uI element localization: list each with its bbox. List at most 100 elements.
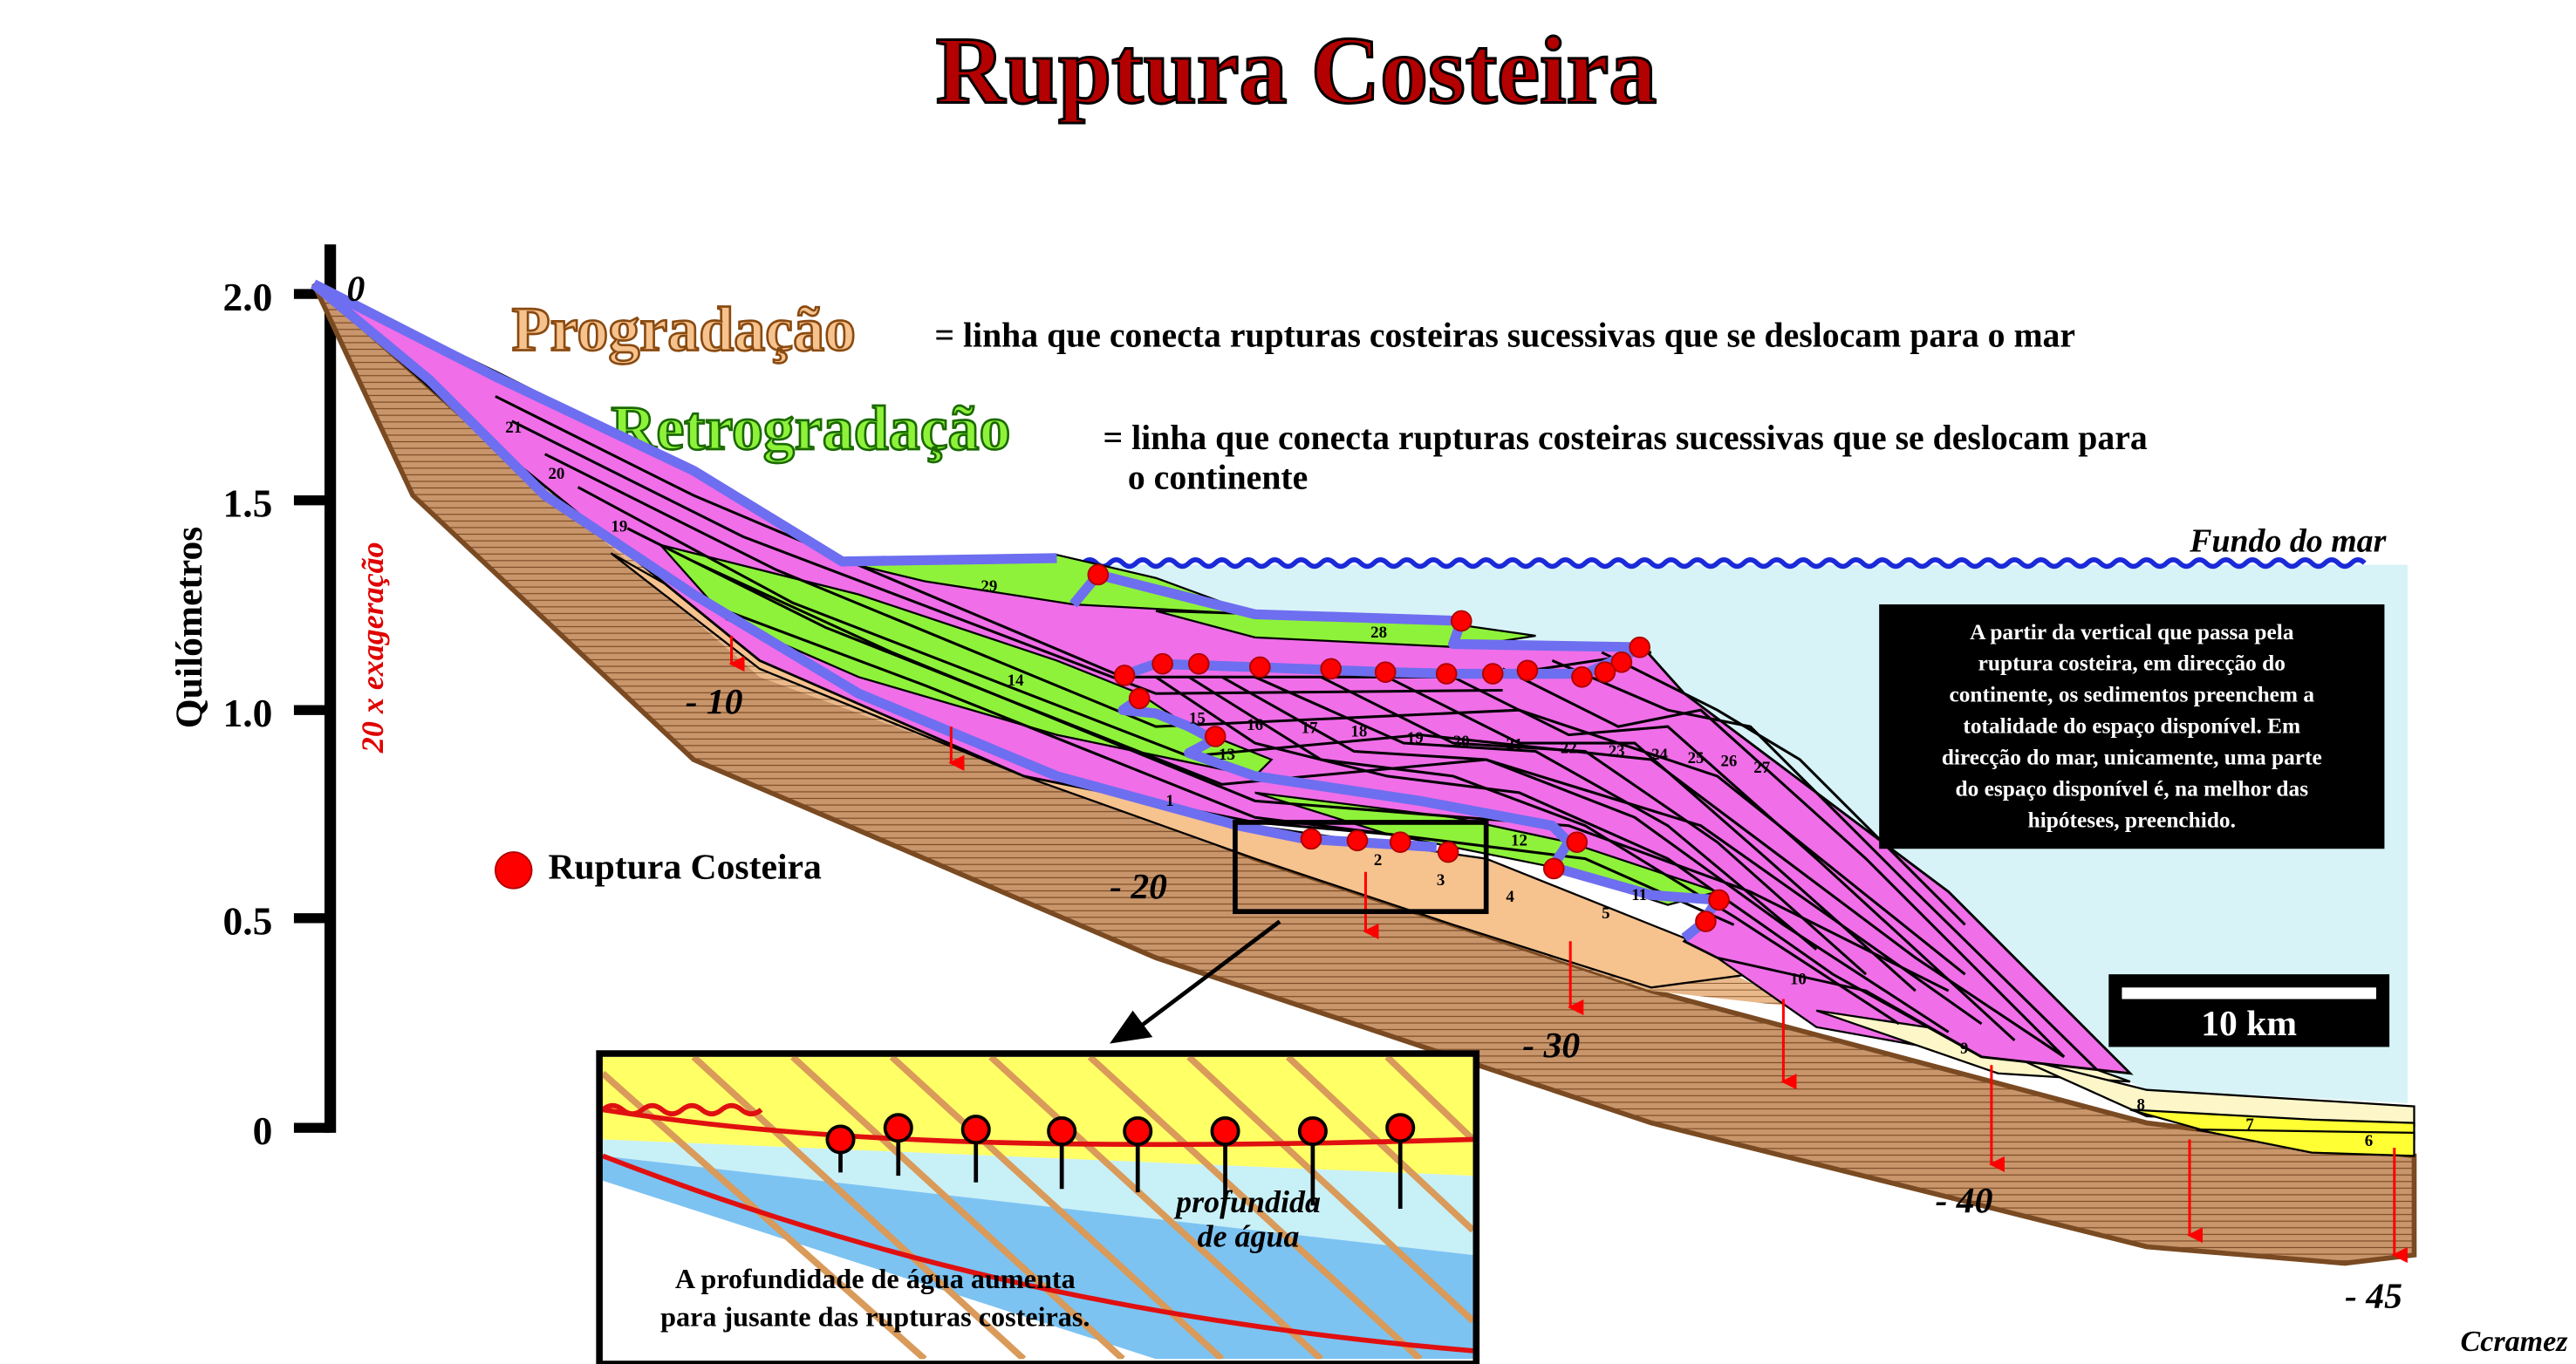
- rupture-point: [1249, 656, 1271, 679]
- sequence-number: 17: [1302, 720, 1318, 738]
- sequence-number: 21: [1506, 736, 1522, 754]
- inset-rupture-point: [825, 1124, 856, 1155]
- depth-label: - 30: [1522, 1026, 1580, 1066]
- depth-label: - 20: [1110, 867, 1167, 907]
- rupture-point: [1610, 651, 1633, 673]
- rupture-point: [1346, 829, 1369, 852]
- axis-tick-label: 1.0: [223, 692, 273, 735]
- sequence-number: 7: [2245, 1115, 2253, 1134]
- info-box-line: A partir da vertical que passa pela: [1970, 620, 2294, 644]
- sequence-number: 3: [1437, 871, 1445, 890]
- sequence-number: 19: [1407, 729, 1424, 747]
- sequence-number: 12: [1511, 831, 1527, 849]
- sequence-number: 5: [1602, 904, 1609, 923]
- sequence-number: 26: [1720, 753, 1737, 771]
- inset-rupture-point: [1385, 1113, 1416, 1143]
- depth-label: - 10: [686, 682, 743, 722]
- scale-bar: 10 km: [2108, 974, 2390, 1047]
- author-signature: Ccramez: [2461, 1326, 2569, 1358]
- sequence-number: 11: [1631, 886, 1647, 904]
- legend-progradation-definition: = linha que conecta rupturas costeiras s…: [934, 317, 2075, 355]
- sequence-number: 8: [2136, 1095, 2144, 1114]
- sequence-number: 4: [1506, 888, 1514, 906]
- inset-detail: profundida de água A profundidade de águ…: [596, 1050, 1480, 1364]
- depth-label: - 45: [2345, 1277, 2402, 1317]
- rupture-points: [1087, 563, 1730, 932]
- rupture-legend-icon: [494, 851, 533, 890]
- axis-label: Quilómetros: [168, 527, 210, 728]
- info-box: A partir da vertical que passa pela rupt…: [1879, 604, 2385, 849]
- sequence-number: 9: [1960, 1040, 1968, 1058]
- inset-rupture-point: [1123, 1115, 1153, 1147]
- sequence-number: 6: [2365, 1132, 2373, 1150]
- rupture-point: [1151, 652, 1173, 675]
- rupture-point: [1435, 663, 1458, 685]
- sequence-number: 15: [1189, 709, 1206, 727]
- depth-label: - 40: [1936, 1181, 1993, 1221]
- sequence-number: 14: [1008, 672, 1024, 690]
- rupture-legend-label: Ruptura Costeira: [548, 847, 822, 887]
- inset-rupture-point: [883, 1113, 913, 1143]
- retrogradation-unit-14: [657, 542, 1274, 778]
- inset-water-label-2: de água: [1198, 1219, 1300, 1254]
- info-box-line: hipóteses, preenchido.: [2028, 808, 2236, 833]
- rupture-point: [1566, 831, 1589, 853]
- axis-tick-label: 1.5: [223, 482, 273, 526]
- inset-caption-2: para jusante das rupturas costeiras.: [660, 1300, 1090, 1332]
- sequence-number: 20: [1453, 733, 1470, 751]
- inset-rupture-point: [960, 1115, 991, 1145]
- inset-rupture-point: [1210, 1115, 1240, 1147]
- page-title: Ruptura Costeira: [936, 17, 1657, 123]
- bedding-lines: [495, 395, 2099, 1072]
- sea-floor-label: Fundo do mar: [2189, 522, 2387, 559]
- sequence-number: 18: [1350, 722, 1367, 740]
- sequence-number: 27: [1753, 759, 1770, 777]
- sequence-number: 24: [1651, 746, 1668, 764]
- rupture-point: [1389, 831, 1411, 853]
- axis-tick-label: 0.5: [223, 900, 273, 944]
- sequence-number: 1: [1165, 792, 1173, 810]
- sequence-number: 22: [1561, 739, 1577, 757]
- rupture-point: [1300, 828, 1322, 850]
- inset-water-label-1: profundida: [1173, 1184, 1321, 1219]
- zoom-region: [1233, 820, 1489, 915]
- sequence-number: 23: [1609, 742, 1625, 760]
- info-box-line: direcção do mar, unicamente, uma parte: [1942, 746, 2322, 770]
- vertical-axis: 2.0 1.5 1.0 0.5 0 Quilómetros 20 x exage…: [168, 244, 390, 1153]
- sequence-number: 16: [1247, 716, 1263, 734]
- rupture-point: [1629, 636, 1651, 658]
- rupture-point: [1571, 666, 1593, 688]
- sequence-8: [2013, 1055, 2415, 1128]
- sequence-number: 2: [1374, 851, 1382, 870]
- rupture-point: [1204, 726, 1227, 747]
- info-box-line: ruptura costeira, em direcção do: [1978, 651, 2286, 676]
- rupture-point: [1542, 857, 1565, 880]
- sequence-number: 28: [1370, 624, 1387, 642]
- rupture-point: [1187, 652, 1210, 675]
- axis-exaggeration-label: 20 x exageração: [355, 542, 390, 754]
- legend-retrogradation-term: Retrogradação: [611, 393, 1010, 463]
- inset-caption-1: A profundidade de água aumenta: [675, 1263, 1076, 1294]
- legend-retrogradation-definition-1: = linha que conecta rupturas costeiras s…: [1103, 419, 2147, 457]
- sequence-number: 21: [505, 419, 522, 437]
- sea-floor-wave: [1055, 557, 2367, 569]
- subsidence-arrows: [728, 635, 2408, 1264]
- inset-rupture-point: [1047, 1115, 1077, 1147]
- rupture-point: [1594, 661, 1616, 683]
- scale-bar-label: 10 km: [2201, 1004, 2297, 1044]
- legend-retrogradation-definition-2: o continente: [1128, 458, 1308, 496]
- rupture-point: [1128, 687, 1151, 710]
- sequence-number: 19: [611, 518, 627, 536]
- legend-progradation-term: Progradação: [512, 294, 856, 364]
- rupture-point: [1374, 661, 1397, 683]
- zoom-arrow: [1138, 919, 1281, 1029]
- zoom-arrow-head: [1110, 1010, 1153, 1044]
- rupture-point: [1450, 610, 1472, 632]
- rupture-point: [1087, 563, 1110, 586]
- info-box-line: totalidade do espaço disponível. Em: [1963, 714, 2300, 739]
- depth-label: 0: [347, 269, 366, 310]
- sequence-6: [2196, 1128, 2415, 1157]
- info-box-line: continente, os sedimentos preenchem a: [1950, 683, 2315, 707]
- rupture-point: [1113, 665, 1136, 686]
- sequence-number: 20: [548, 465, 564, 483]
